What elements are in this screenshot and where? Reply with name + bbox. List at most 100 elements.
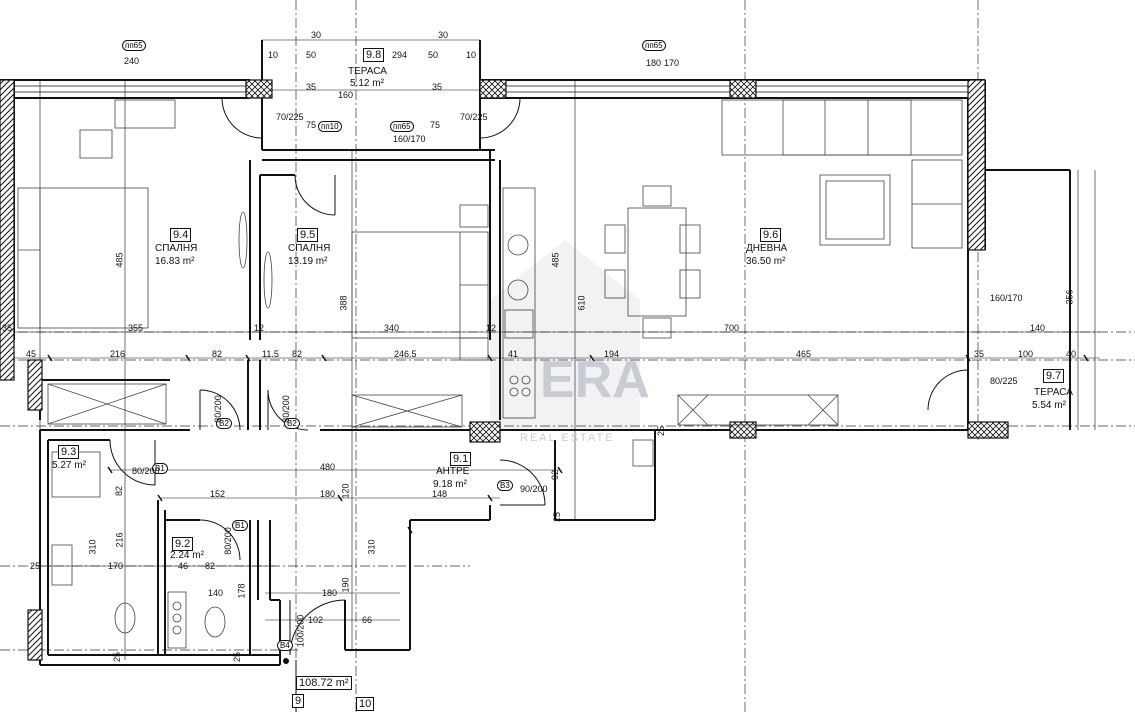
room-9-1-code: 9.1	[450, 452, 472, 466]
dim-465: 465	[796, 349, 812, 359]
dimension-lines	[0, 39, 1100, 660]
dim-102: 102	[308, 615, 324, 625]
dim-170: 170	[664, 58, 680, 68]
dim-178: 178	[236, 583, 247, 599]
dim-10-a: 10	[268, 50, 279, 60]
dim-610: 610	[576, 295, 587, 311]
dim-180-c: 180	[322, 588, 338, 598]
room-9-6-area: 36.50 m²	[746, 256, 786, 267]
dim-11-5: 11.5	[262, 349, 279, 359]
dim-41: 41	[508, 349, 519, 359]
room-9-8-code: 9.8	[363, 48, 385, 62]
watermark-text: ERA	[540, 351, 650, 409]
dim-50-a: 50	[306, 50, 317, 60]
room-9-4-area: 16.83 m²	[155, 256, 195, 267]
dim-45: 45	[26, 349, 37, 359]
dim-356: 356	[1064, 289, 1075, 305]
dim-35-c: 35	[2, 323, 13, 333]
dim-480: 480	[320, 462, 336, 472]
dim-30-b: 30	[438, 30, 449, 40]
tag-b4-entrance: B4	[277, 640, 293, 651]
dim-25-c: 25	[112, 651, 123, 663]
door-90-200: 90/200	[520, 484, 548, 494]
room-9-7-code: 9.7	[1043, 369, 1065, 383]
dim-180: 180	[646, 58, 662, 68]
door-80-225-terrace: 80/225	[990, 376, 1018, 386]
room-9-2-area: 2.24 m²	[170, 550, 204, 561]
dim-355: 355	[128, 323, 144, 333]
dim-120: 120	[340, 483, 351, 499]
door-80-200-bath: 80/200	[132, 466, 160, 476]
dim-25-e: 25	[30, 561, 41, 571]
dim-160: 160	[338, 90, 354, 100]
dim-25-d: 25	[232, 651, 243, 663]
dim-25-a: 25	[552, 511, 563, 523]
dim-216-b: 216	[114, 532, 125, 548]
dim-46: 46	[178, 561, 189, 571]
dim-82-b: 82	[292, 349, 303, 359]
room-9-4-name: СПАЛНЯ	[155, 243, 198, 254]
dim-66: 66	[362, 615, 373, 625]
total-area: 108.72 m²	[296, 676, 352, 690]
tag-b1-bath: B1	[152, 463, 168, 474]
dim-75-a: 75	[306, 120, 317, 130]
room-9-6-name: ДНЕВНА	[746, 243, 788, 254]
dim-82-a: 82	[212, 349, 223, 359]
room-9-4-code: 9.4	[170, 228, 192, 242]
tag-pn65-top-right: пп65	[642, 40, 666, 51]
dim-485-kitchen: 485	[550, 252, 561, 268]
dim-30-a: 30	[311, 30, 322, 40]
room-9-6-code: 9.6	[760, 228, 782, 242]
dim-100: 100	[1018, 349, 1034, 359]
dimension-ticks	[47, 354, 1089, 534]
room-9-7-area: 5.54 m²	[1032, 400, 1066, 411]
dim-310-b: 310	[366, 539, 377, 555]
room-9-5-name: СПАЛНЯ	[288, 243, 331, 254]
furniture	[17, 99, 963, 649]
dim-82-c: 82	[114, 485, 125, 497]
dim-216: 216	[110, 349, 126, 359]
door-70-225-right: 70/225	[460, 112, 488, 122]
dim-140-b: 140	[208, 588, 224, 598]
dim-75-b: 75	[430, 120, 441, 130]
dim-40: 40	[1066, 349, 1077, 359]
tag-pn65-top-left: пп65	[122, 40, 146, 51]
room-9-3-code: 9.3	[58, 445, 80, 459]
door-70-225-left: 70/225	[276, 112, 304, 122]
dim-10-b: 10	[466, 50, 477, 60]
room-9-2-code: 9.2	[172, 537, 194, 551]
room-9-5-area: 13.19 m²	[288, 256, 328, 267]
dim-25-b: 25	[656, 425, 667, 437]
door-100-200-entrance: 100/200	[295, 614, 306, 648]
structural-columns	[0, 79, 1009, 661]
room-9-7-name: ТЕРАСА	[1034, 387, 1073, 398]
dim-340: 340	[384, 323, 400, 333]
dim-35-d: 35	[974, 349, 985, 359]
door-80-200-right: 80/200	[280, 395, 291, 423]
dim-35-b: 35	[432, 82, 443, 92]
window-160-170-east: 160/170	[990, 293, 1023, 303]
dim-388: 388	[338, 295, 349, 311]
tag-pn10-terrace: пп10	[318, 121, 342, 132]
windows	[14, 85, 968, 93]
dim-310-a: 310	[87, 539, 98, 555]
dim-152: 152	[210, 489, 226, 499]
door-swings	[109, 97, 969, 656]
room-9-1-area: 9.18 m²	[433, 479, 467, 490]
tag-b2-right: B2	[284, 418, 300, 429]
window-160-170-terrace: 160/170	[393, 134, 426, 144]
room-9-3-area: 5.27 m²	[52, 460, 86, 471]
door-80-200-wc: 80/200	[222, 527, 233, 555]
dim-12-a: 12	[254, 323, 265, 333]
dim-700: 700	[724, 323, 740, 333]
watermark-subtext: REAL ESTATE	[520, 432, 615, 444]
room-9-1-name: АНТРЕ	[436, 466, 470, 477]
grid-label-9: 9	[292, 694, 305, 708]
dim-190: 190	[340, 577, 351, 593]
dim-35-a: 35	[306, 82, 317, 92]
room-9-5-code: 9.5	[297, 228, 319, 242]
dim-12-b: 12	[486, 323, 497, 333]
dim-194: 194	[604, 349, 620, 359]
tag-b3-entry: B3	[497, 480, 513, 491]
